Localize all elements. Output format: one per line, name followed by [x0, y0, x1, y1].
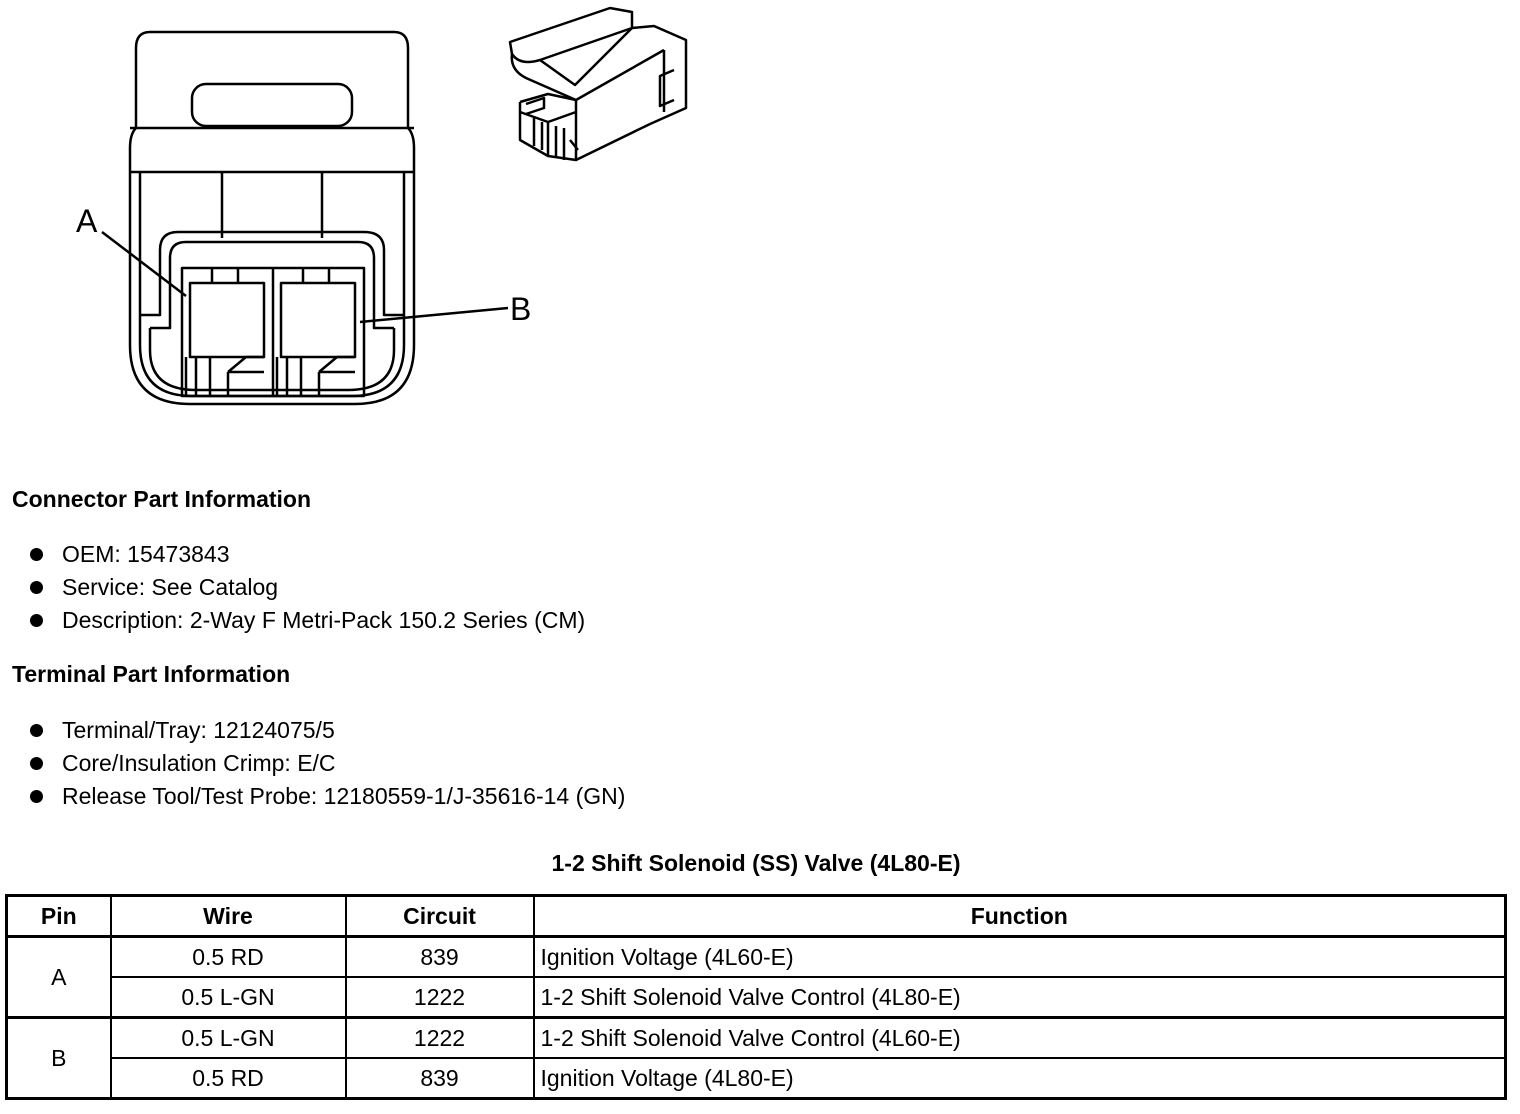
function-cell: 1-2 Shift Solenoid Valve Control (4L80-E… — [532, 976, 1507, 1019]
connector-info-heading: Connector Part Information — [12, 486, 312, 512]
label-b: B — [510, 291, 531, 327]
list-item: Core/Insulation Crimp: E/C — [28, 747, 625, 780]
connector-info-list: OEM: 15473843 Service: See Catalog Descr… — [28, 538, 585, 637]
wire-cell: 0.5 L-GN — [109, 1016, 347, 1059]
label-a: A — [76, 203, 98, 239]
list-item: Release Tool/Test Probe: 12180559-1/J-35… — [28, 780, 625, 813]
circuit-cell: 839 — [344, 1057, 535, 1100]
terminal-cavity-b — [279, 281, 357, 359]
table-row: B 0.5 L-GN 1222 1-2 Shift Solenoid Valve… — [5, 1016, 1507, 1100]
table-header-row: Pin Wire Circuit Function — [5, 894, 1507, 938]
wire-cell: 0.5 RD — [109, 1057, 347, 1100]
header-function: Function — [532, 894, 1507, 938]
pinout-table: Pin Wire Circuit Function A 0.5 RD 839 I… — [5, 894, 1507, 1100]
function-cell: 1-2 Shift Solenoid Valve Control (4L60-E… — [532, 1016, 1507, 1059]
wire-cell: 0.5 RD — [109, 935, 347, 978]
circuit-cell: 1222 — [344, 1016, 535, 1059]
header-circuit: Circuit — [344, 894, 535, 938]
terminal-info-list: Terminal/Tray: 12124075/5 Core/Insulatio… — [28, 714, 625, 813]
list-item: Terminal/Tray: 12124075/5 — [28, 714, 625, 747]
pin-cell: B — [5, 1016, 112, 1100]
terminal-info-heading: Terminal Part Information — [12, 661, 291, 687]
pin-cell: A — [5, 935, 112, 1019]
table-row: 0.5 L-GN 1222 1-2 Shift Solenoid Valve C… — [7, 976, 1507, 1019]
circuit-cell: 1222 — [344, 976, 535, 1019]
function-cell: Ignition Voltage (4L80-E) — [532, 1057, 1507, 1100]
terminal-clip-drawing — [508, 6, 688, 162]
list-item: OEM: 15473843 — [28, 538, 585, 571]
list-item: Description: 2-Way F Metri-Pack 150.2 Se… — [28, 604, 585, 637]
table-row: 0.5 RD 839 Ignition Voltage (4L80-E) — [7, 1057, 1507, 1100]
wire-cell: 0.5 L-GN — [109, 976, 347, 1019]
table-title: 1-2 Shift Solenoid (SS) Valve (4L80-E) — [551, 850, 961, 876]
connector-diagram: A B — [76, 6, 688, 406]
list-item: Service: See Catalog — [28, 571, 585, 604]
latch-window — [190, 82, 354, 128]
function-cell: Ignition Voltage (4L60-E) — [532, 935, 1507, 978]
header-wire: Wire — [109, 894, 347, 938]
table-row: A 0.5 RD 839 Ignition Voltage (4L60-E) — [5, 935, 1507, 1019]
circuit-cell: 839 — [344, 935, 535, 978]
header-pin: Pin — [5, 894, 112, 938]
terminal-cavity-a — [188, 281, 266, 359]
